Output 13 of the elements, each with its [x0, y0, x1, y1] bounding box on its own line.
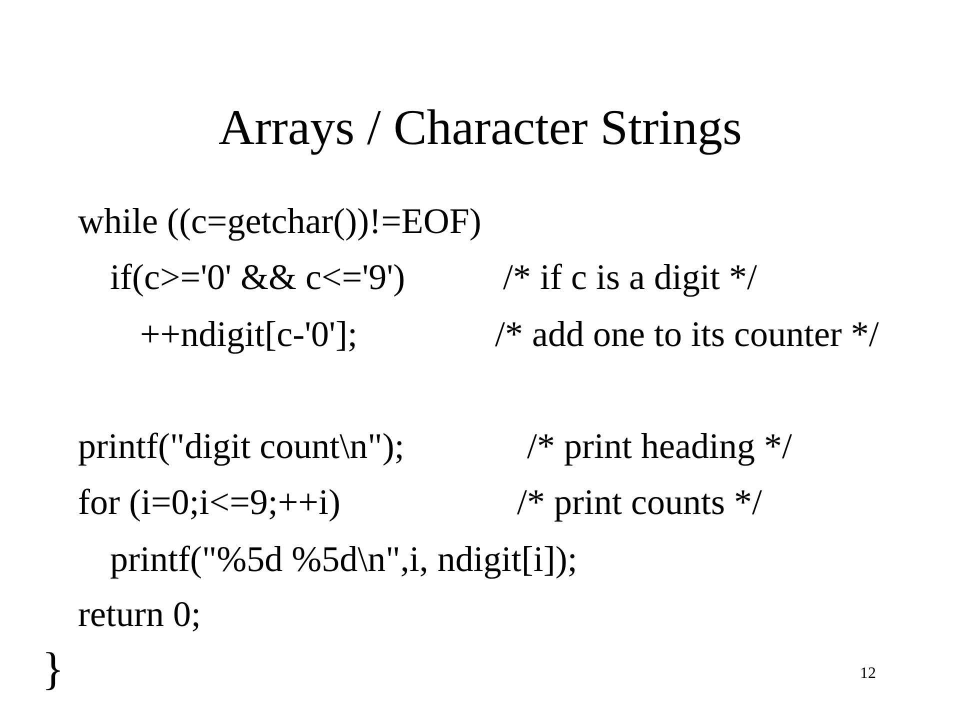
code-comment: /* add one to its counter */	[495, 316, 879, 352]
code-line: printf("digit count\n");	[78, 428, 404, 464]
code-line: ++ndigit[c-'0'];	[140, 316, 358, 352]
code-comment: /* if c is a digit */	[503, 259, 757, 295]
code-line: return 0;	[78, 596, 201, 632]
code-line: if(c>='0' && c<='9')	[110, 259, 406, 295]
code-line: printf("%5d %5d\n",i, ndigit[i]);	[110, 541, 578, 577]
code-line: while ((c=getchar())!=EOF)	[78, 203, 482, 239]
code-comment: /* print counts */	[517, 484, 762, 520]
page-number: 12	[860, 666, 876, 682]
code-comment: /* print heading */	[527, 428, 792, 464]
code-line: for (i=0;i<=9;++i)	[78, 484, 340, 520]
closing-brace: }	[42, 646, 64, 692]
